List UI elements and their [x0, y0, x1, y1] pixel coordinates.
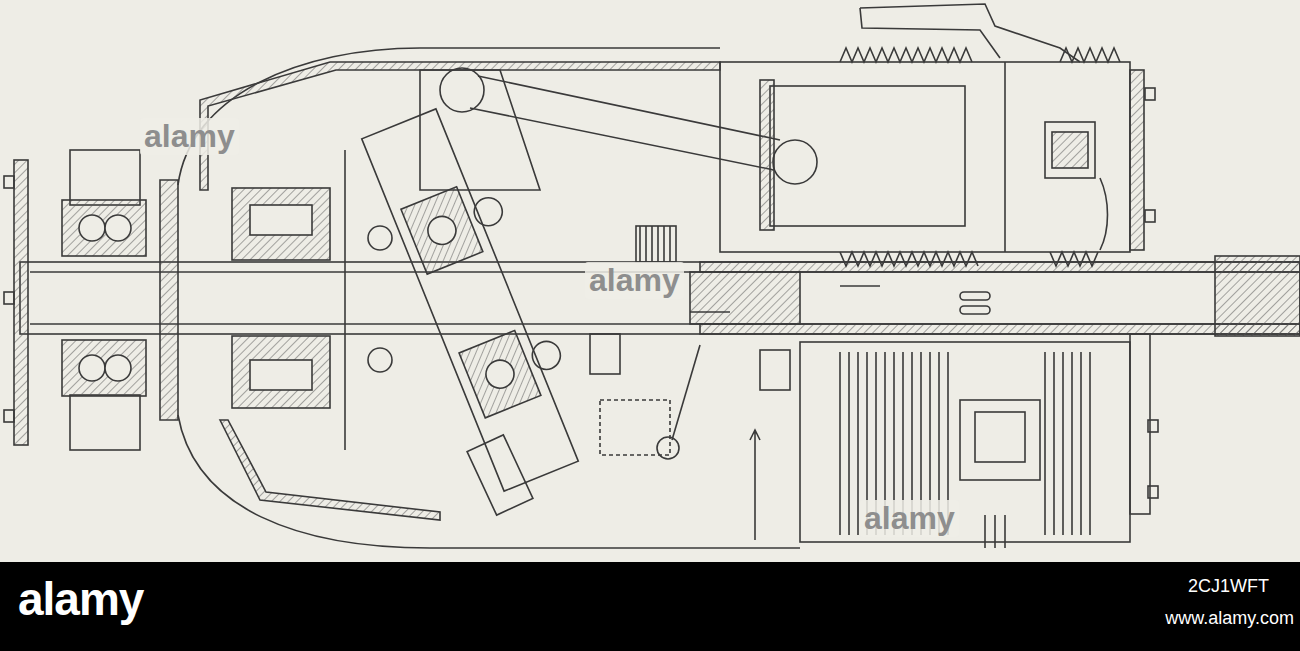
watermark-band	[0, 562, 1300, 651]
piston	[770, 86, 965, 226]
ball	[528, 337, 564, 373]
casing-outline	[178, 415, 800, 548]
port-slot	[960, 292, 990, 300]
watermark: alamy	[585, 262, 684, 299]
cooling-fins	[840, 48, 972, 62]
lever	[860, 4, 1080, 62]
spark-plug	[1045, 122, 1095, 178]
bearing-housing	[62, 340, 146, 396]
bolt	[4, 292, 14, 304]
cylinder-block	[960, 400, 1040, 480]
bolt	[1145, 210, 1155, 222]
site-url: www.alamy.com	[1165, 608, 1294, 629]
collar	[760, 350, 790, 390]
connecting-rod	[470, 76, 780, 170]
flow-arrow	[750, 430, 760, 540]
bolt	[1145, 88, 1155, 100]
cylinder-liner	[760, 80, 774, 230]
bearing	[232, 188, 330, 260]
ball	[424, 212, 460, 248]
cylinder	[800, 342, 1130, 542]
crank-arm	[672, 345, 700, 440]
roller	[250, 360, 312, 390]
bearing-housing	[62, 200, 146, 256]
shaft-wall	[700, 324, 1300, 334]
ball-joint	[773, 140, 817, 184]
drawing-part	[1045, 352, 1090, 535]
ball	[482, 356, 518, 392]
pulley	[70, 150, 140, 205]
flow-arrow	[690, 311, 730, 313]
cylinder	[720, 62, 1130, 252]
gear	[636, 226, 676, 262]
roller	[250, 205, 312, 235]
end-plate	[1130, 70, 1144, 250]
casing-wall	[220, 420, 440, 520]
gear	[590, 334, 620, 374]
watermark: alamy	[860, 500, 959, 537]
shaft-plug	[690, 272, 800, 324]
image-id: 2CJ1WFT	[1188, 576, 1269, 597]
ball	[368, 226, 392, 250]
swash-ring	[362, 109, 579, 491]
bolt	[4, 176, 14, 188]
cooling-fins	[1050, 252, 1098, 266]
ball	[368, 348, 392, 372]
spark-plug	[1052, 132, 1088, 168]
swash-bearing	[401, 187, 483, 274]
guide-block	[467, 435, 533, 515]
line-art	[4, 4, 1300, 548]
bearing	[232, 336, 330, 408]
shaft-wall	[700, 262, 1300, 272]
ball-joint	[440, 68, 484, 112]
end-plate	[1130, 334, 1150, 514]
ball	[79, 215, 105, 241]
gear-teeth	[640, 226, 670, 262]
watermark-logo: alamy	[18, 572, 143, 626]
terminal	[985, 515, 1005, 548]
ball	[105, 215, 131, 241]
hidden-outline	[600, 400, 670, 455]
ball	[79, 355, 105, 381]
pulley	[70, 395, 140, 450]
rod-bracket	[420, 70, 540, 190]
bolt	[4, 410, 14, 422]
watermark: alamy	[140, 118, 239, 155]
casing-wall	[200, 62, 720, 190]
bolt	[1148, 420, 1158, 432]
cooling-fins	[840, 252, 978, 266]
bolt	[1148, 486, 1158, 498]
port-slot	[960, 306, 990, 314]
casing-wall	[160, 180, 178, 420]
ball	[105, 355, 131, 381]
shaft-nut	[1215, 256, 1300, 336]
flow-arrow	[840, 285, 880, 287]
swash-bearing	[459, 330, 541, 417]
wire	[1100, 178, 1108, 250]
swash-plate	[362, 100, 601, 491]
flange	[14, 160, 28, 445]
web	[344, 150, 346, 450]
ball	[470, 194, 506, 230]
cylinder-head	[1004, 62, 1006, 252]
shaft	[20, 262, 1300, 334]
port	[975, 412, 1025, 462]
